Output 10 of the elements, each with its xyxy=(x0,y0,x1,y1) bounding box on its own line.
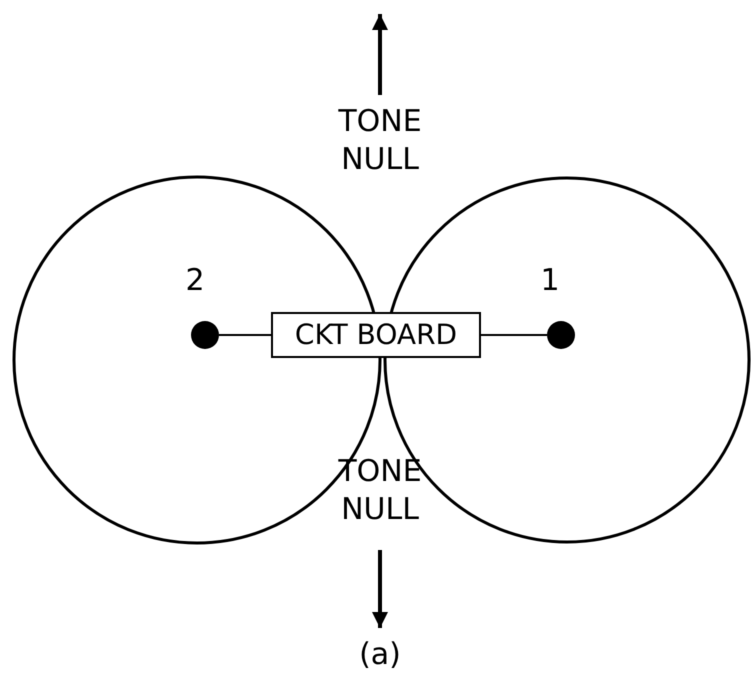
antenna-number: 2 xyxy=(184,262,206,300)
circuit-board-box: CKT BOARD xyxy=(271,312,481,358)
antenna-dot xyxy=(547,321,575,349)
connector-line xyxy=(219,334,271,336)
null-label: TONE NULL xyxy=(337,453,423,529)
figure-caption: (a) xyxy=(358,636,402,674)
connector-line xyxy=(481,334,547,336)
null-label: TONE NULL xyxy=(337,103,423,179)
antenna-dot xyxy=(191,321,219,349)
antenna-number: 1 xyxy=(539,262,561,300)
